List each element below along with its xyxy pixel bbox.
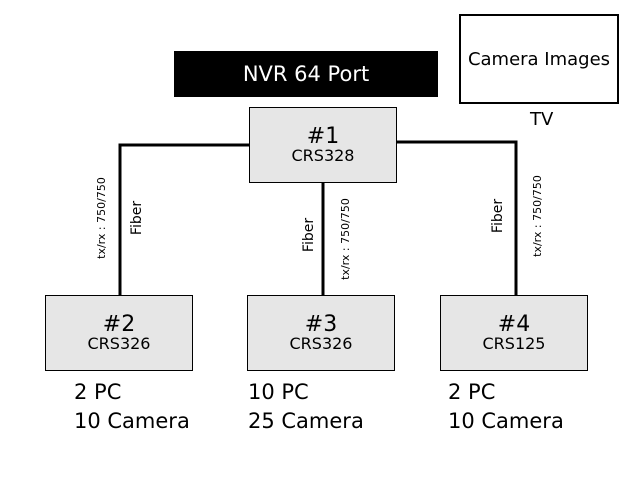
link-speed-label: tx/rx : 750/750 bbox=[531, 175, 544, 257]
nvr-label-bar: NVR 64 Port bbox=[174, 51, 438, 97]
switch-model: CRS326 bbox=[87, 334, 151, 354]
pc-count: 10 PC bbox=[248, 380, 309, 404]
switch-model: CRS326 bbox=[289, 334, 353, 354]
switch-model: CRS125 bbox=[482, 334, 546, 354]
link-medium-label: Fiber bbox=[301, 217, 317, 253]
link-speed-label: tx/rx : 750/750 bbox=[339, 198, 352, 280]
switch-3-stats: 10 PC 25 Camera bbox=[248, 378, 364, 436]
pc-count: 2 PC bbox=[74, 380, 122, 404]
tv-label: TV bbox=[530, 109, 554, 130]
switch-4: #4 CRS125 bbox=[440, 295, 588, 371]
switch-3: #3 CRS326 bbox=[247, 295, 395, 371]
link-medium-label: Fiber bbox=[490, 198, 506, 234]
link-line-1-2 bbox=[118, 143, 249, 295]
switch-1: #1 CRS328 bbox=[249, 107, 397, 183]
camera-count: 10 Camera bbox=[74, 409, 190, 433]
switch-number: #3 bbox=[304, 312, 338, 338]
pc-count: 2 PC bbox=[448, 380, 496, 404]
camera-count: 25 Camera bbox=[248, 409, 364, 433]
switch-2: #2 CRS326 bbox=[45, 295, 193, 371]
switch-2-stats: 2 PC 10 Camera bbox=[74, 378, 190, 436]
nvr-label: NVR 64 Port bbox=[242, 62, 370, 86]
switch-number: #1 bbox=[306, 124, 340, 150]
switch-model: CRS328 bbox=[291, 146, 355, 166]
tv-screen-text: Camera Images bbox=[467, 48, 611, 70]
link-medium-label: Fiber bbox=[129, 200, 145, 236]
switch-number: #2 bbox=[102, 312, 136, 338]
link-line-1-4 bbox=[397, 140, 518, 295]
switch-number: #4 bbox=[497, 312, 531, 338]
link-speed-label: tx/rx : 750/750 bbox=[95, 177, 108, 259]
camera-count: 10 Camera bbox=[448, 409, 564, 433]
tv-screen: Camera Images bbox=[459, 14, 619, 104]
switch-4-stats: 2 PC 10 Camera bbox=[448, 378, 564, 436]
